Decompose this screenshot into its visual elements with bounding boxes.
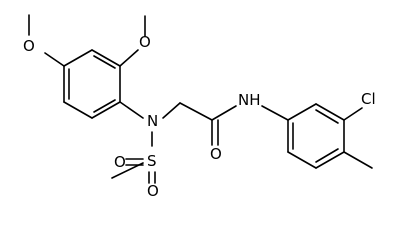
chloromethylphenyl-ring xyxy=(287,103,345,169)
bond-carbonyl-nh xyxy=(211,105,237,121)
bond-ring-cl xyxy=(343,107,363,121)
atom-o-carbonyl: O xyxy=(210,145,222,163)
bond-ring-methyl xyxy=(343,151,373,169)
bond-ring-methoxy-o xyxy=(119,49,139,67)
molecule-structure: O O N S O O O NH Cl xyxy=(23,14,376,200)
dimethoxyphenyl-ring xyxy=(63,49,121,119)
atom-nh-amide: NH xyxy=(238,91,261,109)
bond-ring-methoxy-o-left xyxy=(44,52,65,67)
atom-cl: Cl xyxy=(361,90,376,108)
bond-ring-n xyxy=(119,101,144,119)
bond-n-ch2 xyxy=(162,102,181,119)
atom-o-methoxy-left: O xyxy=(23,37,35,55)
atom-o-sulfonyl-left: O xyxy=(114,153,126,171)
atom-n-sulfonamide: N xyxy=(147,112,158,130)
atom-o-methoxy-top: O xyxy=(139,33,151,51)
bond-ch2-carbonyl xyxy=(179,102,213,121)
atom-o-sulfonyl-bottom: O xyxy=(147,182,159,200)
atom-s-sulfonyl: S xyxy=(147,152,157,170)
bond-nh-ring xyxy=(261,105,289,121)
